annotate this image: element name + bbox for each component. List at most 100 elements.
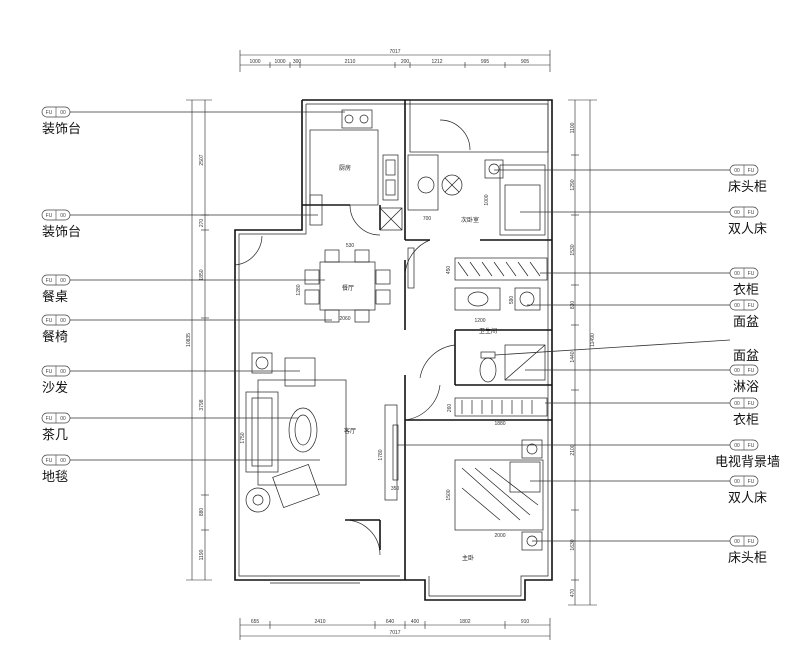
annotation-left: FU 00 餐椅: [41, 314, 332, 345]
svg-text:00: 00: [734, 210, 740, 216]
dining-chair: [324, 249, 340, 263]
tv-icon: [392, 424, 399, 481]
wardrobe-master: 1880 260: [447, 397, 548, 427]
svg-text:00: 00: [734, 168, 740, 174]
dining-chair: [354, 249, 370, 263]
inner-dim: 1880: [494, 421, 505, 427]
chair-icon: [417, 176, 435, 194]
svg-text:FU: FU: [748, 168, 755, 174]
svg-text:00: 00: [734, 368, 740, 374]
balcony-north: [409, 99, 549, 153]
top-dim: 905: [521, 59, 530, 65]
svg-text:00: 00: [60, 278, 66, 284]
svg-text:FU: FU: [46, 416, 53, 422]
svg-text:00: 00: [734, 539, 740, 545]
label-coffee-table: 茶几: [42, 427, 68, 443]
right-total-dim: 11490: [590, 333, 596, 347]
label-dining-table: 餐桌: [42, 289, 68, 305]
svg-text:FU: FU: [46, 458, 53, 464]
kitchen-counter: [309, 129, 379, 206]
right-dim: 1440: [570, 351, 576, 362]
left-dim: 1850: [199, 269, 205, 280]
svg-text:FU: FU: [46, 110, 53, 116]
label-decor-console: 装饰台: [42, 122, 81, 137]
dining-chair: [304, 289, 320, 305]
washbasin-2: [514, 287, 541, 311]
label-nightstand: 床头柜: [728, 551, 767, 566]
svg-text:FU: FU: [748, 271, 755, 277]
svg-text:00: 00: [734, 443, 740, 449]
svg-text:FU: FU: [748, 401, 755, 407]
label-sofa: 沙发: [42, 380, 68, 396]
master-bed: [454, 459, 544, 531]
inner-dim: 1750: [240, 432, 246, 443]
annotation-left: FU 00 餐桌: [41, 274, 325, 305]
rug: [257, 379, 347, 486]
annotation-right: 00 FU 双人床: [520, 206, 767, 237]
right-dim: 470: [570, 589, 576, 598]
left-annotations: FU 00 装饰台 FU 00 装饰台 FU 00 餐桌 FU: [41, 106, 345, 485]
bottom-dim: 655: [251, 619, 260, 625]
side-table: [251, 352, 273, 374]
pillow: [509, 461, 541, 493]
annotation-left: FU 00 装饰台: [41, 106, 345, 137]
inner-dim: 700: [423, 216, 432, 222]
svg-text:00: 00: [60, 416, 66, 422]
inner-dim: 590: [509, 296, 515, 305]
room-label-bathroom: 卫生间: [479, 327, 497, 335]
room-label-master: 主卧: [462, 554, 474, 562]
annotation-right: 00 FU 电视背景墙: [397, 439, 780, 470]
svg-text:FU: FU: [748, 210, 755, 216]
interior-walls: [302, 100, 552, 580]
top-dim: 1000: [249, 59, 260, 65]
right-dim: 2100: [570, 444, 576, 455]
svg-text:FU: FU: [46, 213, 53, 219]
top-dim: 200: [401, 59, 410, 65]
room-label-study: 次卧室: [461, 216, 479, 224]
bottom-dimension-chain: 655 2410 640 400 1802 910 7017: [239, 618, 551, 640]
sofa: [245, 391, 279, 473]
label-double-bed: 双人床: [728, 222, 767, 237]
top-total-dim: 7017: [389, 49, 400, 55]
coffee-table: [288, 407, 318, 453]
svg-text:FU: FU: [46, 278, 53, 284]
right-dim: 1100: [570, 122, 576, 133]
inner-dim: 1280: [296, 284, 302, 295]
dining-chair: [375, 289, 391, 305]
inner-dim: 530: [346, 243, 355, 249]
bottom-total-dim: 7017: [389, 630, 400, 636]
annotation-right: 00 FU 淋浴: [525, 364, 759, 395]
right-dim: 1530: [570, 244, 576, 255]
bottom-dim: 640: [386, 619, 395, 625]
left-dim: 3798: [199, 399, 205, 410]
annotation-right: 00 FU 衣柜: [545, 397, 759, 428]
study-room: 次卧室 700 1000: [407, 154, 546, 236]
annotation-left: FU 00 装饰台: [41, 209, 318, 240]
label-washbasin: 面盆: [733, 349, 759, 364]
svg-text:00: 00: [734, 271, 740, 277]
label-shower: 淋浴: [733, 380, 759, 395]
label-dining-chair: 餐椅: [42, 329, 68, 345]
label-rug: 地毯: [42, 470, 68, 485]
dining-chair: [375, 269, 391, 285]
annotation-right: 00 FU 面盆: [527, 299, 759, 330]
svg-text:FU: FU: [46, 318, 53, 324]
right-dim: 1630: [570, 539, 576, 550]
sideboard: [407, 247, 415, 289]
label-wardrobe: 衣柜: [733, 282, 759, 298]
toilet-icon: [479, 357, 497, 383]
dining-area: 餐厅 530 2060 1280: [296, 194, 415, 323]
svg-text:FU: FU: [748, 443, 755, 449]
bottom-dim: 2410: [314, 619, 325, 625]
plant-icon: [245, 487, 271, 513]
annotation-right: 00 FU 衣柜: [540, 267, 759, 298]
svg-text:FU: FU: [748, 303, 755, 309]
inner-dim: 2060: [339, 316, 350, 322]
label-nightstand: 床头柜: [728, 180, 767, 195]
room-label-dining: 餐厅: [342, 284, 354, 292]
inner-dim: 350: [391, 486, 400, 492]
svg-text:00: 00: [60, 318, 66, 324]
inner-dim: 1780: [378, 449, 384, 460]
svg-text:FU: FU: [46, 369, 53, 375]
